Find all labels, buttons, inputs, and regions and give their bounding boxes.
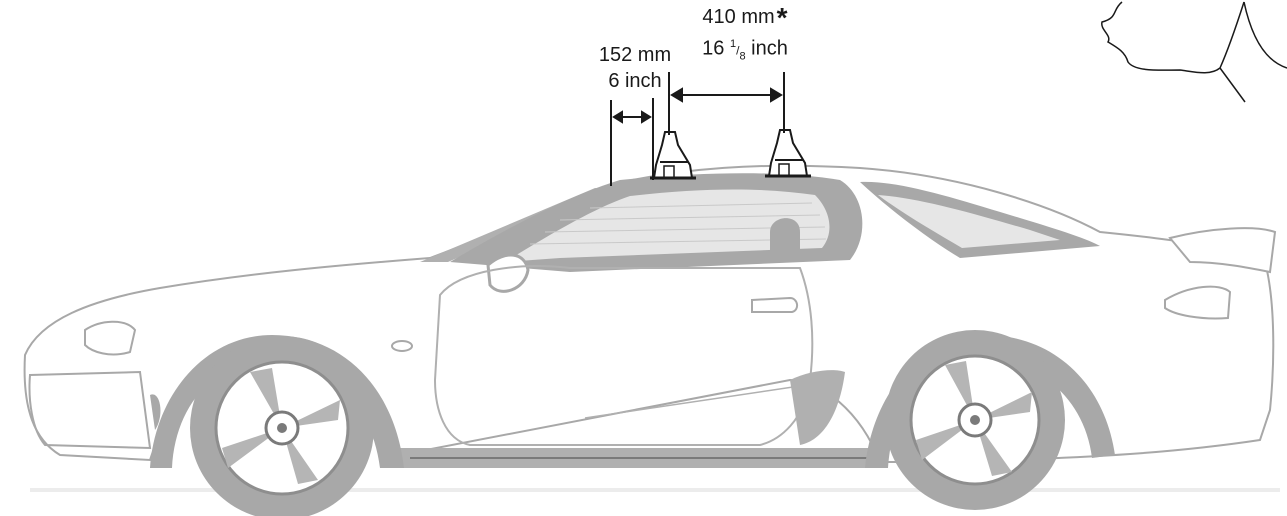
side-window-glass bbox=[505, 189, 830, 262]
side-marker bbox=[391, 340, 413, 352]
front-offset-metric: 152 mm bbox=[598, 44, 672, 66]
bar-spread-frac-den: 8 bbox=[739, 50, 746, 63]
bar-spread-metric: 410 mm bbox=[702, 6, 775, 28]
asterisk-note: * bbox=[776, 2, 788, 33]
side-vent bbox=[790, 370, 845, 445]
bar-spread-whole: 16 bbox=[702, 37, 725, 60]
front-offset-imperial: 6 inch bbox=[608, 70, 662, 92]
headlight bbox=[84, 320, 137, 356]
bar-spread-frac-num: 1 bbox=[729, 38, 737, 50]
front-fog-light bbox=[150, 394, 161, 430]
dimension-lines bbox=[610, 72, 785, 186]
rear-spoiler bbox=[1168, 227, 1277, 274]
side-mirror bbox=[486, 253, 530, 293]
rear-wheel bbox=[885, 330, 1065, 510]
rear-quarter-glass bbox=[878, 195, 1060, 248]
door-handle bbox=[751, 296, 798, 313]
front-offset-label: 152 mm 6 inch bbox=[575, 42, 695, 94]
inset-detail bbox=[1101, 1, 1245, 74]
ground-line bbox=[30, 488, 1280, 492]
front-bumper bbox=[28, 370, 152, 450]
rack-foot-rear bbox=[765, 129, 811, 178]
rack-foot-front bbox=[650, 131, 696, 180]
front-wheel bbox=[190, 336, 374, 516]
bar-spread-label: 410 mm* 16 1/8 inch bbox=[702, 2, 788, 63]
seat-headrest bbox=[770, 218, 800, 262]
bar-spread-unit: inch bbox=[751, 37, 788, 60]
inset-detail-line bbox=[1219, 67, 1246, 103]
body-crease bbox=[584, 379, 841, 419]
inset-detail-curve bbox=[1243, 1, 1287, 69]
rear-light bbox=[1164, 285, 1232, 320]
